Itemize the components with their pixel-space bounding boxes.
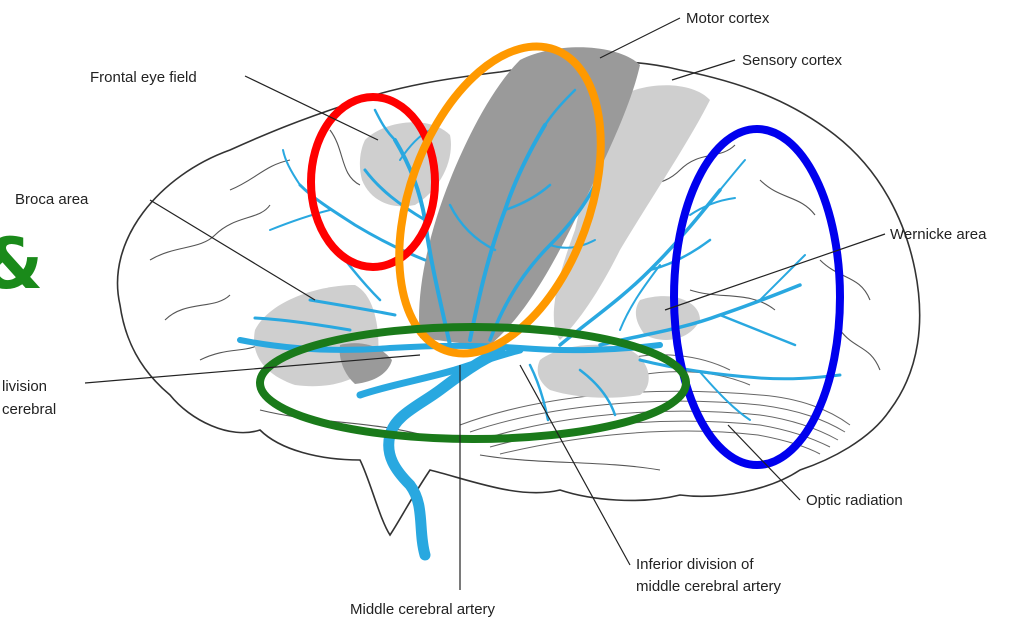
label-motor-cortex: Motor cortex [686, 10, 770, 27]
label-frontal-eye-field: Frontal eye field [90, 69, 197, 86]
label-sensory-cortex: Sensory cortex [742, 52, 843, 69]
label-wernicke-area: Wernicke area [890, 226, 987, 243]
edge-glyph: & [0, 223, 43, 305]
label-broca-area: Broca area [15, 191, 89, 208]
label-superior-division-line1: livision [2, 378, 47, 395]
label-optic-radiation: Optic radiation [806, 492, 903, 509]
label-inferior-division-line2: middle cerebral artery [636, 578, 782, 595]
label-superior-division-line2: cerebral [2, 401, 56, 418]
label-inferior-division-line1: Inferior division of [636, 556, 754, 573]
label-middle-cerebral-artery: Middle cerebral artery [350, 601, 496, 618]
